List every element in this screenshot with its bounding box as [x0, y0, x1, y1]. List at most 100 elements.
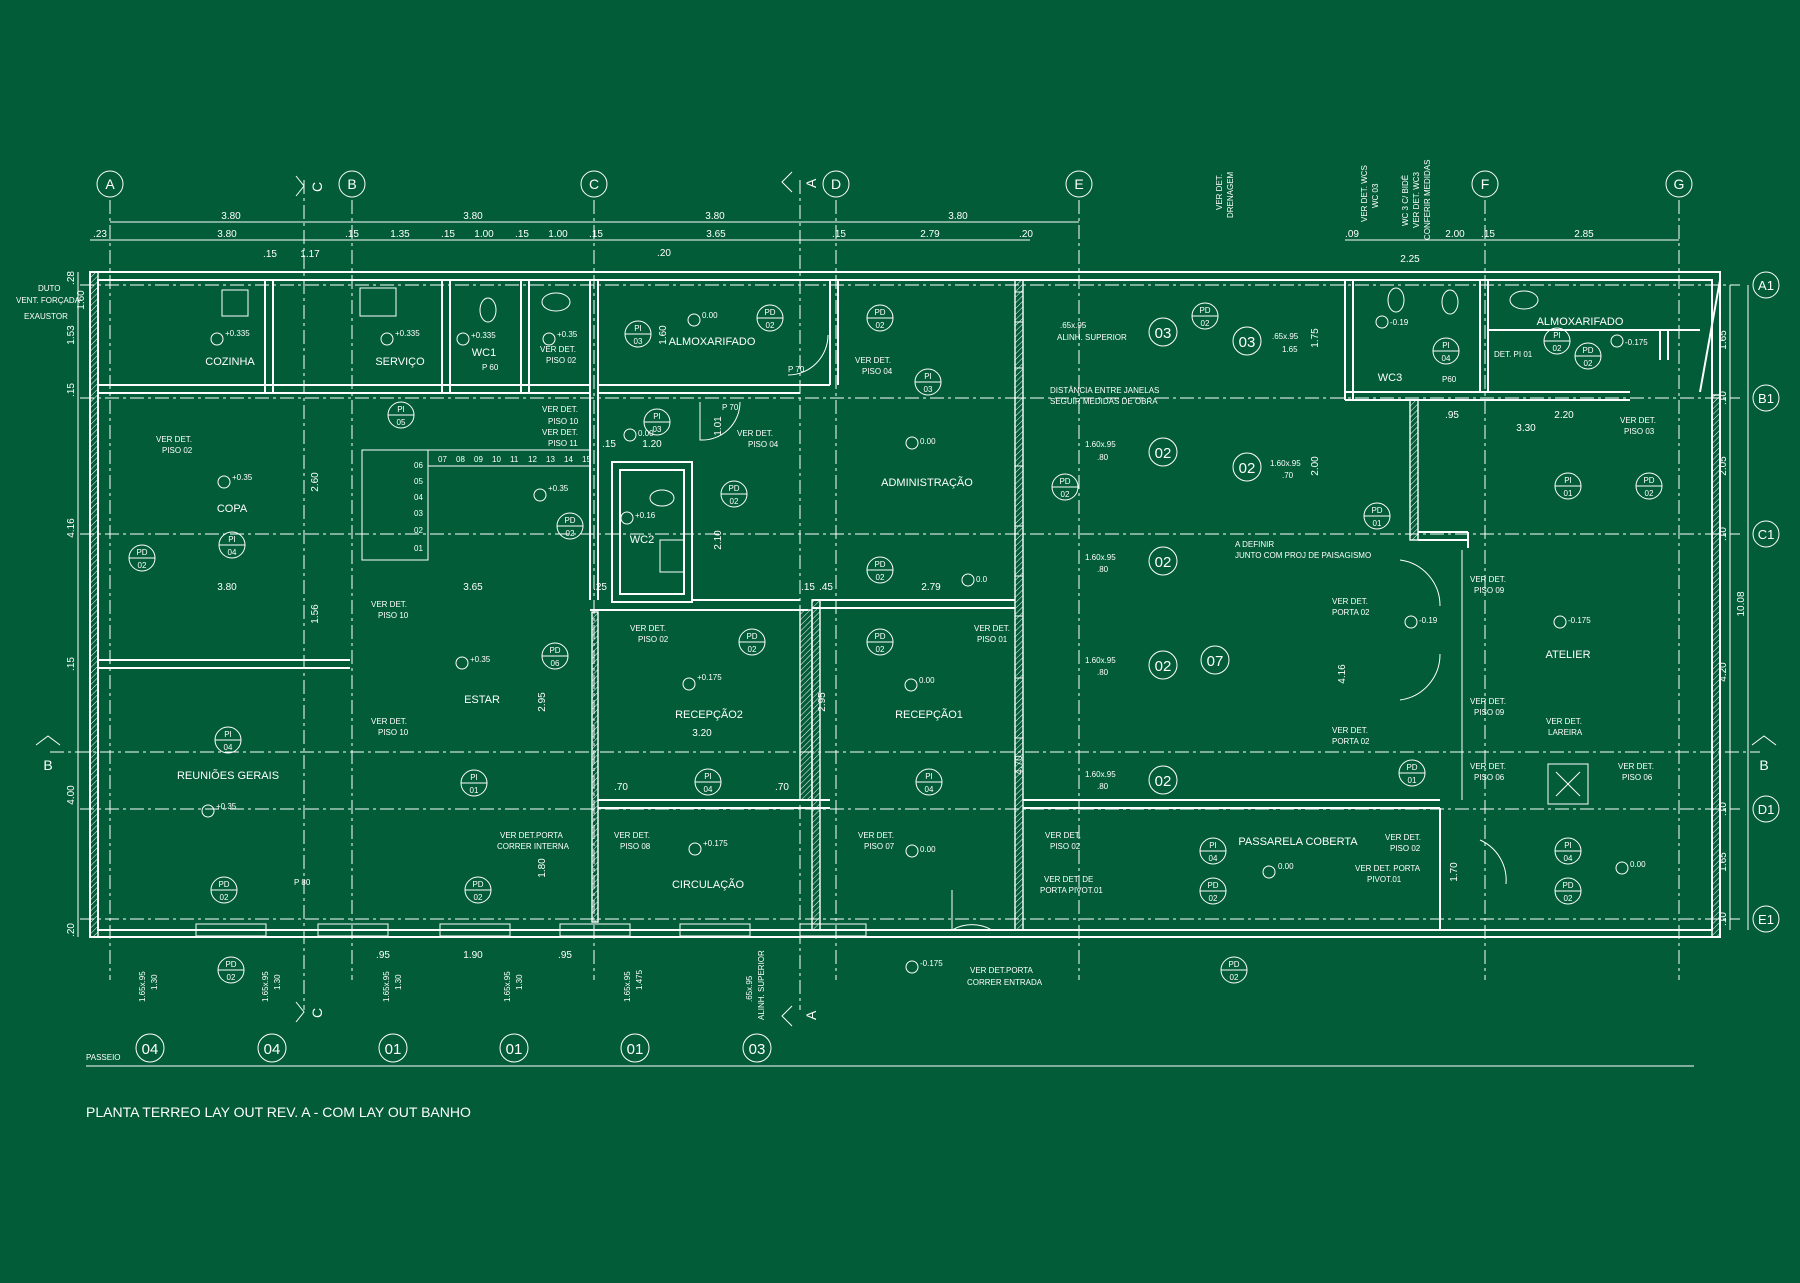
grid-bubble-d1: D1	[1752, 795, 1780, 823]
svg-text:04: 04	[1442, 354, 1451, 363]
svg-text:VER DET.: VER DET.	[1470, 697, 1506, 706]
svg-text:.15: .15	[66, 657, 77, 671]
svg-text:3.80: 3.80	[217, 229, 237, 240]
svg-text:04: 04	[1564, 854, 1573, 863]
svg-text:4.00: 4.00	[66, 785, 77, 805]
svg-text:13: 13	[546, 455, 555, 464]
window-02-a: 02	[1148, 437, 1178, 467]
svg-text:D1: D1	[1758, 802, 1775, 817]
room-estar: ESTAR	[464, 694, 500, 706]
bottom-windows	[195, 291, 1024, 937]
room-wc2: WC2	[630, 534, 654, 546]
svg-text:1.17: 1.17	[300, 249, 320, 260]
svg-text:PISO 04: PISO 04	[748, 440, 779, 449]
svg-text:.15: .15	[345, 229, 359, 240]
svg-text:PISO 08: PISO 08	[620, 842, 651, 851]
level-cozinha: +0.335	[210, 329, 250, 346]
svg-text:0.00: 0.00	[920, 437, 936, 446]
svg-text:12: 12	[528, 455, 537, 464]
svg-text:P 70: P 70	[788, 365, 805, 374]
svg-text:.95: .95	[376, 950, 390, 961]
svg-text:-0.19: -0.19	[1390, 318, 1409, 327]
svg-text:3.20: 3.20	[692, 728, 712, 739]
svg-text:1.60: 1.60	[658, 325, 669, 345]
svg-text:-0.175: -0.175	[1568, 616, 1591, 625]
room-copa: COPA	[217, 503, 248, 515]
drawing-title: PLANTA TERREO LAY OUT REV. A - COM LAY O…	[86, 1104, 471, 1120]
svg-text:.20: .20	[66, 923, 77, 937]
interior-walls	[98, 280, 1700, 930]
svg-text:PD: PD	[1582, 346, 1593, 355]
section-marker-b-left: B	[35, 735, 61, 773]
svg-text:VER DET.PORTA: VER DET.PORTA	[970, 966, 1033, 975]
svg-text:04: 04	[264, 1041, 281, 1058]
window-07: 07	[1200, 645, 1230, 675]
tag-pi-04-pass2: PI 04	[1554, 837, 1582, 865]
svg-text:VER DET.: VER DET.	[855, 356, 891, 365]
svg-text:1.475: 1.475	[635, 969, 644, 990]
svg-text:.20: .20	[657, 248, 671, 259]
svg-text:PI: PI	[470, 773, 478, 782]
svg-text:02: 02	[1230, 973, 1239, 982]
svg-text:.15: .15	[801, 582, 815, 593]
svg-text:PIVOT.01: PIVOT.01	[1367, 875, 1402, 884]
svg-text:.15: .15	[515, 229, 529, 240]
grid-bubble-c: C	[580, 170, 608, 198]
room-administracao: ADMINISTRAÇÃO	[881, 476, 973, 489]
svg-text:C: C	[309, 1008, 325, 1018]
level-atelier: -0.175	[1553, 615, 1591, 629]
svg-text:1.65x.95: 1.65x.95	[503, 971, 512, 1002]
svg-text:0.00: 0.00	[638, 429, 654, 438]
svg-text:PI: PI	[925, 772, 933, 781]
svg-text:.15: .15	[263, 249, 277, 260]
svg-text:VER DET.: VER DET.	[1045, 831, 1081, 840]
svg-text:.28: .28	[66, 271, 77, 285]
svg-text:11: 11	[510, 455, 519, 464]
svg-text:02: 02	[748, 645, 757, 654]
level-circ2: 0.00	[905, 844, 936, 858]
svg-text:1.01: 1.01	[713, 416, 724, 436]
svg-text:P60: P60	[1442, 375, 1457, 384]
svg-text:2.95: 2.95	[817, 692, 828, 712]
svg-text:PD: PD	[136, 548, 147, 557]
svg-text:+0.35: +0.35	[557, 330, 578, 339]
svg-text:2.00: 2.00	[1445, 229, 1465, 240]
svg-text:PD: PD	[1562, 881, 1573, 890]
svg-text:C: C	[309, 182, 325, 192]
svg-text:PD: PD	[1643, 476, 1654, 485]
svg-text:PD: PD	[1371, 506, 1382, 515]
svg-text:VER DET.: VER DET.	[1620, 416, 1656, 425]
svg-text:.09: .09	[1345, 229, 1359, 240]
svg-text:VENT. FORÇADA: VENT. FORÇADA	[16, 296, 81, 305]
svg-text:PI: PI	[1564, 841, 1572, 850]
svg-text:B: B	[1759, 757, 1768, 773]
level-passarela: 0.00	[1262, 862, 1294, 879]
svg-text:01: 01	[414, 544, 423, 553]
svg-text:01: 01	[1564, 489, 1573, 498]
svg-text:P 60: P 60	[482, 363, 499, 372]
svg-text:1.80: 1.80	[537, 858, 548, 878]
svg-text:.70: .70	[614, 782, 628, 793]
svg-text:1.65: 1.65	[1718, 330, 1729, 350]
svg-text:VER DET.: VER DET.	[542, 428, 578, 437]
svg-text:02: 02	[1209, 894, 1218, 903]
svg-text:VER DET.: VER DET.	[1215, 174, 1224, 210]
level-recepcao1: 0.00	[904, 676, 935, 692]
svg-text:.15: .15	[441, 229, 455, 240]
svg-text:4.16: 4.16	[66, 518, 77, 538]
level-estar1: +0.35	[533, 484, 569, 502]
svg-text:PD: PD	[728, 484, 739, 493]
svg-text:1.60x.95: 1.60x.95	[1085, 656, 1116, 665]
